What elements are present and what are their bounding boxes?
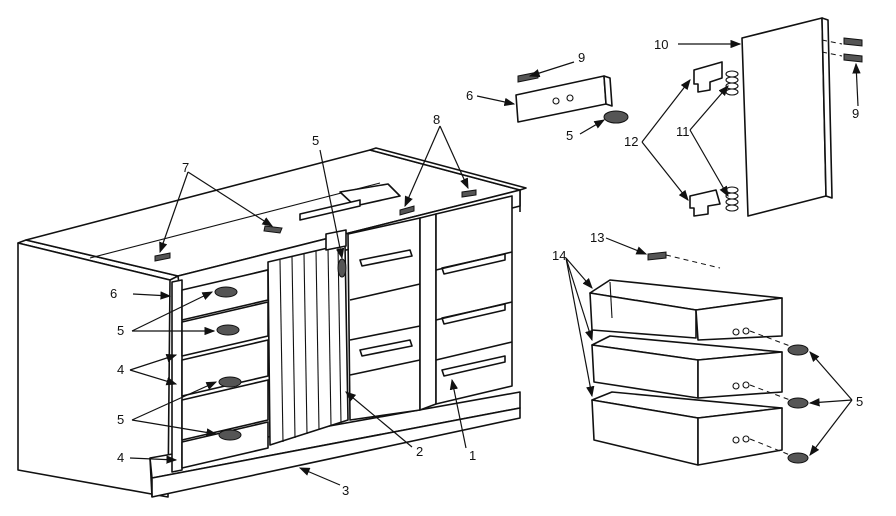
pull-3 xyxy=(218,376,242,388)
callout-4a: 4 xyxy=(117,362,124,377)
callout-12: 12 xyxy=(624,134,638,149)
door-panel xyxy=(741,17,863,217)
cabinet-interior-frame xyxy=(347,195,513,421)
tambour-door xyxy=(267,229,349,446)
drawer-pulls xyxy=(214,286,242,441)
pull-1 xyxy=(214,286,238,298)
pull-8 xyxy=(787,452,809,464)
callout-6b: 6 xyxy=(466,88,473,103)
callout-13: 13 xyxy=(590,230,604,245)
cabinet-drawer-fronts xyxy=(181,269,269,469)
top-brackets xyxy=(154,183,477,262)
callout-5d: 5 xyxy=(566,128,573,143)
drawer-front-panel xyxy=(515,71,629,124)
pull-2 xyxy=(216,324,240,336)
leader-lines xyxy=(129,39,861,486)
callout-10: 10 xyxy=(654,37,668,52)
pull-4 xyxy=(218,429,242,441)
callout-8: 8 xyxy=(433,112,440,127)
loose-pulls xyxy=(787,344,809,464)
hinges-and-springs xyxy=(689,61,739,217)
pull-5 xyxy=(603,110,629,124)
callout-5b: 5 xyxy=(117,412,124,427)
callout-5a: 5 xyxy=(117,323,124,338)
callout-14: 14 xyxy=(552,248,566,263)
pull-6 xyxy=(787,344,809,356)
callout-5e: 5 xyxy=(856,394,863,409)
callout-1: 1 xyxy=(469,448,476,463)
callout-9b: 9 xyxy=(852,106,859,121)
callout-7: 7 xyxy=(182,160,189,175)
callout-9a: 9 xyxy=(578,50,585,65)
pull-7 xyxy=(787,397,809,409)
callout-5c: 5 xyxy=(312,133,319,148)
callout-11: 11 xyxy=(676,124,690,139)
drawer-stack xyxy=(589,251,791,466)
callout-labels: 1 2 3 4 4 5 5 5 5 5 6 6 7 8 9 9 10 11 12… xyxy=(110,37,863,498)
callout-4b: 4 xyxy=(117,450,124,465)
callout-3: 3 xyxy=(342,483,349,498)
callout-6a: 6 xyxy=(110,286,117,301)
callout-2: 2 xyxy=(416,444,423,459)
